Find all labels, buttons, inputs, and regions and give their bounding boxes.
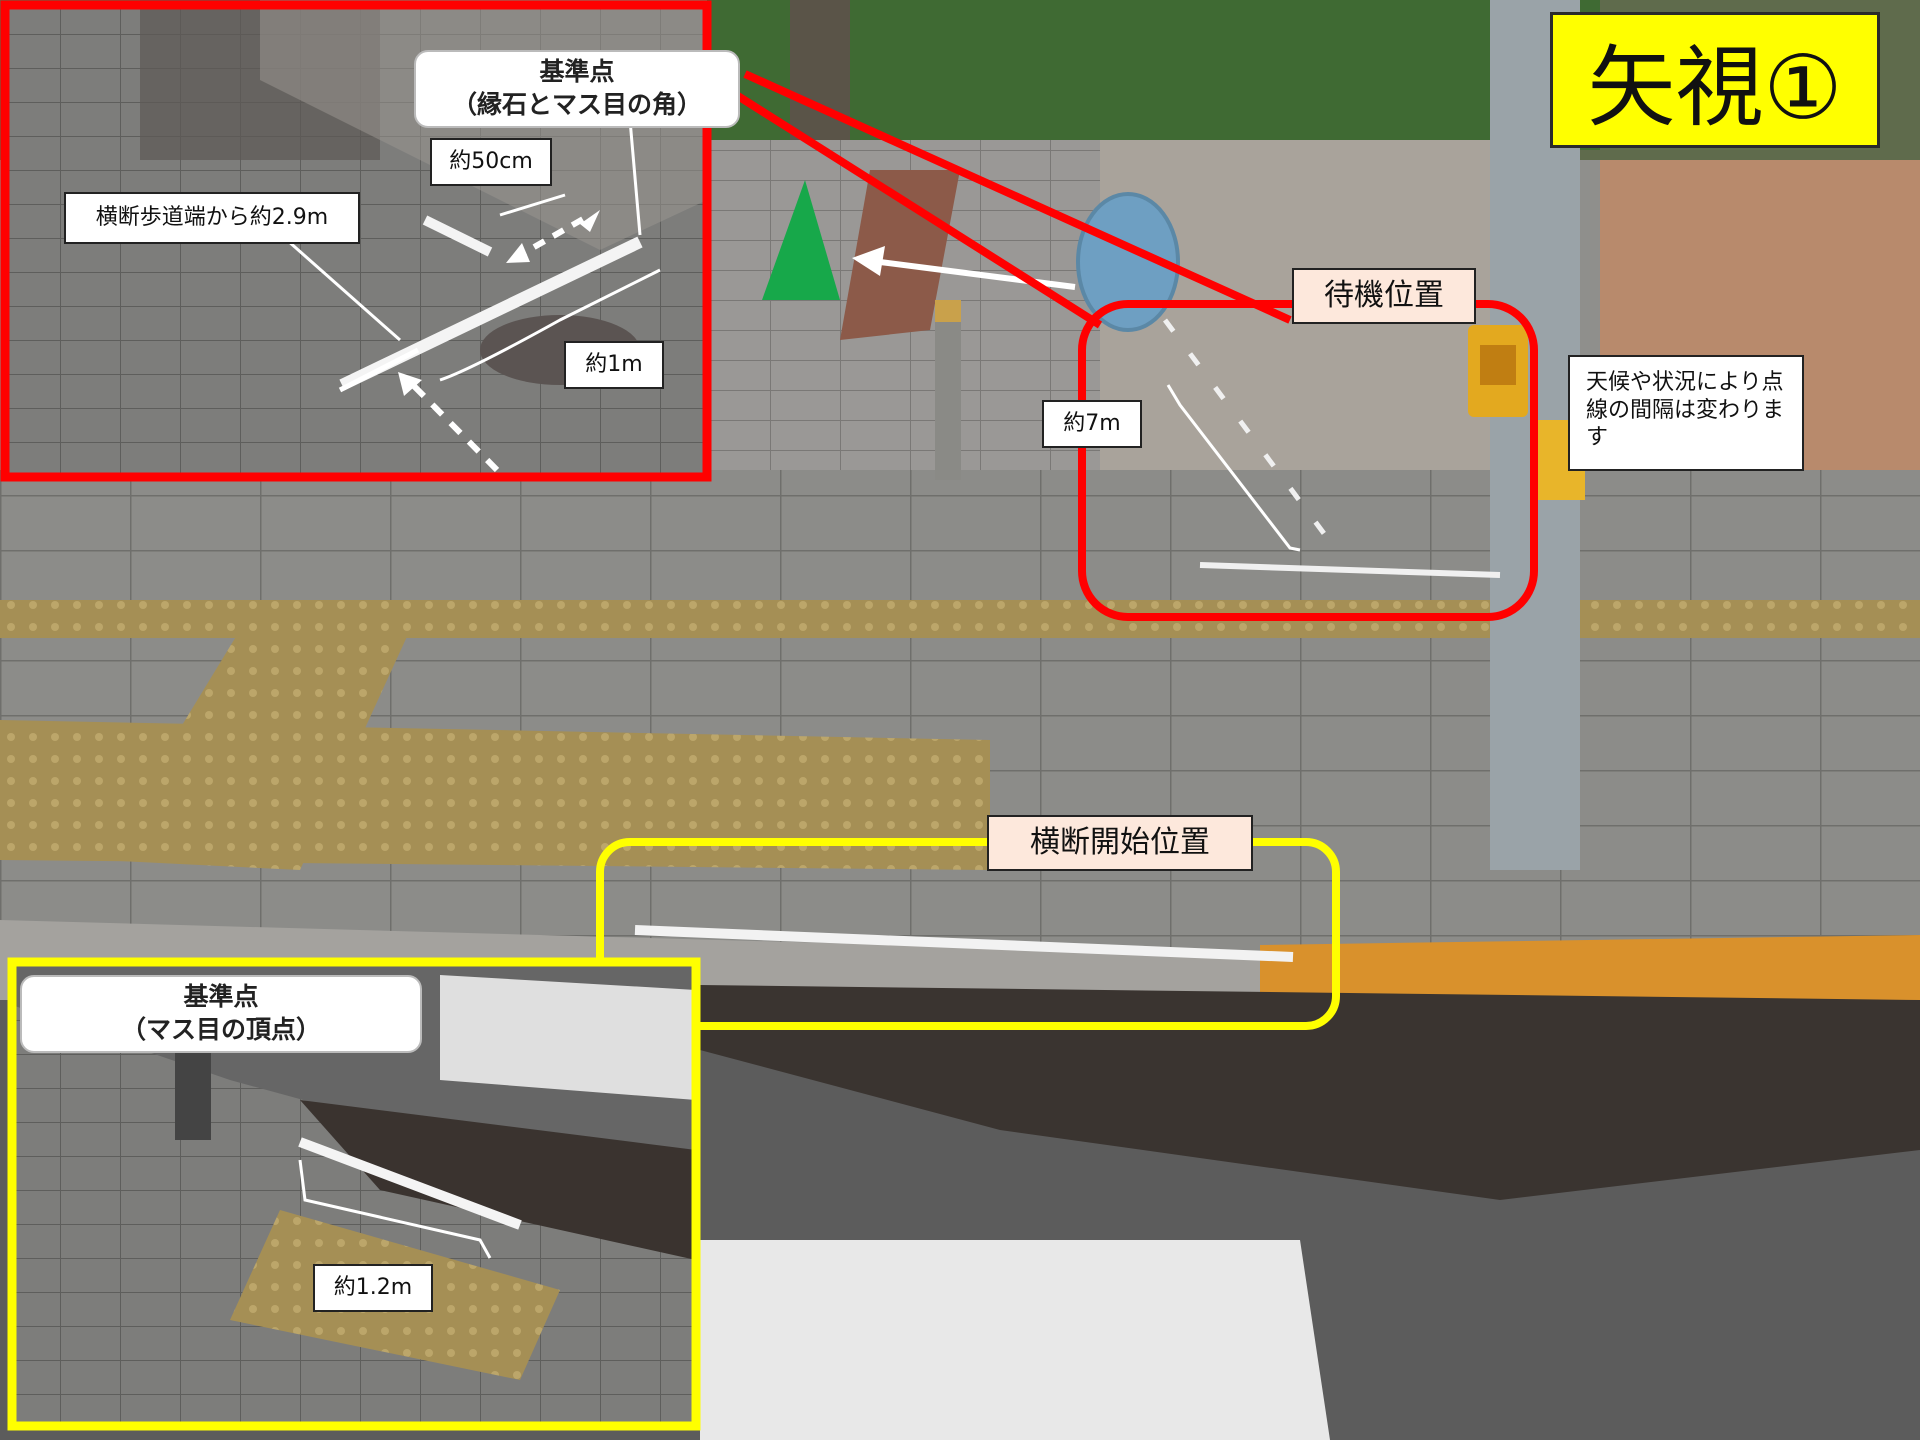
crosswalk-stripe <box>700 1240 1330 1440</box>
direction-arrow-head <box>852 246 885 276</box>
bottom-inset-frame <box>7 957 701 1431</box>
bottom-reference-point-title: 基準点 <box>183 982 259 1011</box>
top-reference-point-sub: （縁石とマス目の角） <box>451 89 702 119</box>
blue-sign <box>1076 192 1180 332</box>
7m-brace <box>1166 384 1301 552</box>
push-button-face <box>1480 345 1516 385</box>
crossing-start-frame <box>596 838 1340 1030</box>
bollard <box>935 300 961 480</box>
view-title-badge: 矢視① <box>1550 12 1880 148</box>
top-reference-point-callout: 基準点 （縁石とマス目の角） <box>414 50 740 128</box>
red-brick-path <box>840 170 960 340</box>
direction-arrow-line <box>879 259 1076 290</box>
crossing-start-position-label: 横断開始位置 <box>987 815 1253 871</box>
red-pointer-line-1 <box>743 70 1292 324</box>
waiting-line-mark <box>1199 562 1501 578</box>
waiting-position-label: 待機位置 <box>1292 268 1476 324</box>
bollard-cap <box>935 300 961 322</box>
top-reference-point-title: 基準点 <box>539 57 615 86</box>
dirt-leaves <box>700 985 1920 1200</box>
crossing-start-line-mark <box>634 925 1294 962</box>
approx-1-2m-label: 約1.2m <box>313 1264 433 1312</box>
bottom-reference-point-callout: 基準点 （マス目の頂点） <box>20 975 422 1053</box>
top-inset-frame <box>0 0 712 482</box>
tactile-diagonal <box>100 630 410 870</box>
approx-50cm-label: 約50cm <box>430 138 552 186</box>
approx-2-9m-label: 横断歩道端から約2.9m <box>64 192 360 244</box>
approx-1m-label: 約1m <box>564 341 664 389</box>
dotted-guide-mark <box>1162 318 1343 557</box>
weather-note-label: 天候や状況により点線の間隔は変わります <box>1568 355 1804 471</box>
bottom-reference-point-sub: （マス目の頂点） <box>120 1014 321 1044</box>
red-pointer-line-2 <box>697 68 1103 329</box>
approx-7m-label: 約7m <box>1042 400 1142 448</box>
green-cone-marker <box>762 180 840 300</box>
